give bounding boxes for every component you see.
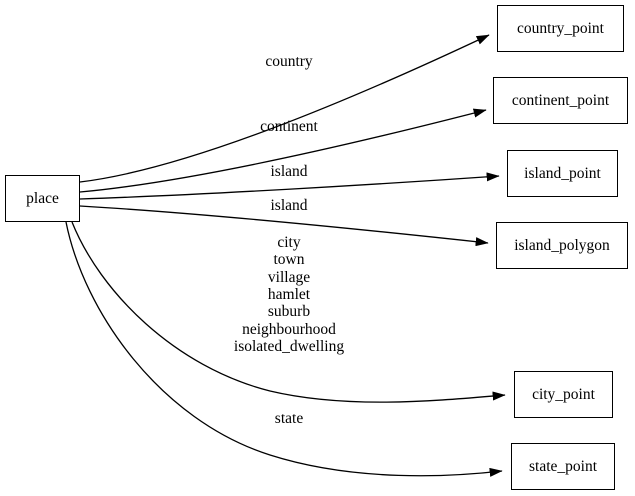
node-label-country_point: country_point (517, 19, 604, 37)
node-label-state_point: state_point (528, 457, 598, 475)
edge-label-place-island_polygon: island (270, 197, 308, 214)
node-place[interactable]: place (5, 175, 80, 222)
node-label-continent_point: continent_point (511, 91, 610, 109)
edge-label-place-city_point: city town village hamlet suburb neighbou… (233, 234, 345, 355)
node-island_point[interactable]: island_point (507, 150, 618, 197)
node-city_point[interactable]: city_point (514, 371, 613, 418)
node-state_point[interactable]: state_point (511, 443, 615, 490)
edge-place-island_polygon (79, 205, 489, 247)
node-island_polygon[interactable]: island_polygon (496, 222, 628, 269)
edge-path-group (65, 34, 506, 477)
node-label-place: place (26, 189, 59, 207)
edge-label-place-continent_point: continent (260, 118, 318, 135)
node-label-island_point: island_point (524, 164, 601, 182)
edge-place-continent_point (79, 108, 487, 193)
edge-place-state_point (65, 221, 503, 477)
node-label-city_point: city_point (532, 385, 595, 403)
edge-label-place-state_point: state (274, 410, 304, 427)
edge-label-place-island_point: island (270, 163, 308, 180)
edge-place-city_point (71, 221, 506, 403)
edge-place-country_point (79, 34, 490, 183)
edge-place-island_point (79, 172, 500, 200)
node-label-island_polygon: island_polygon (514, 236, 610, 254)
node-country_point[interactable]: country_point (497, 5, 624, 52)
edge-label-place-country_point: country (265, 53, 313, 70)
node-continent_point[interactable]: continent_point (493, 77, 628, 124)
